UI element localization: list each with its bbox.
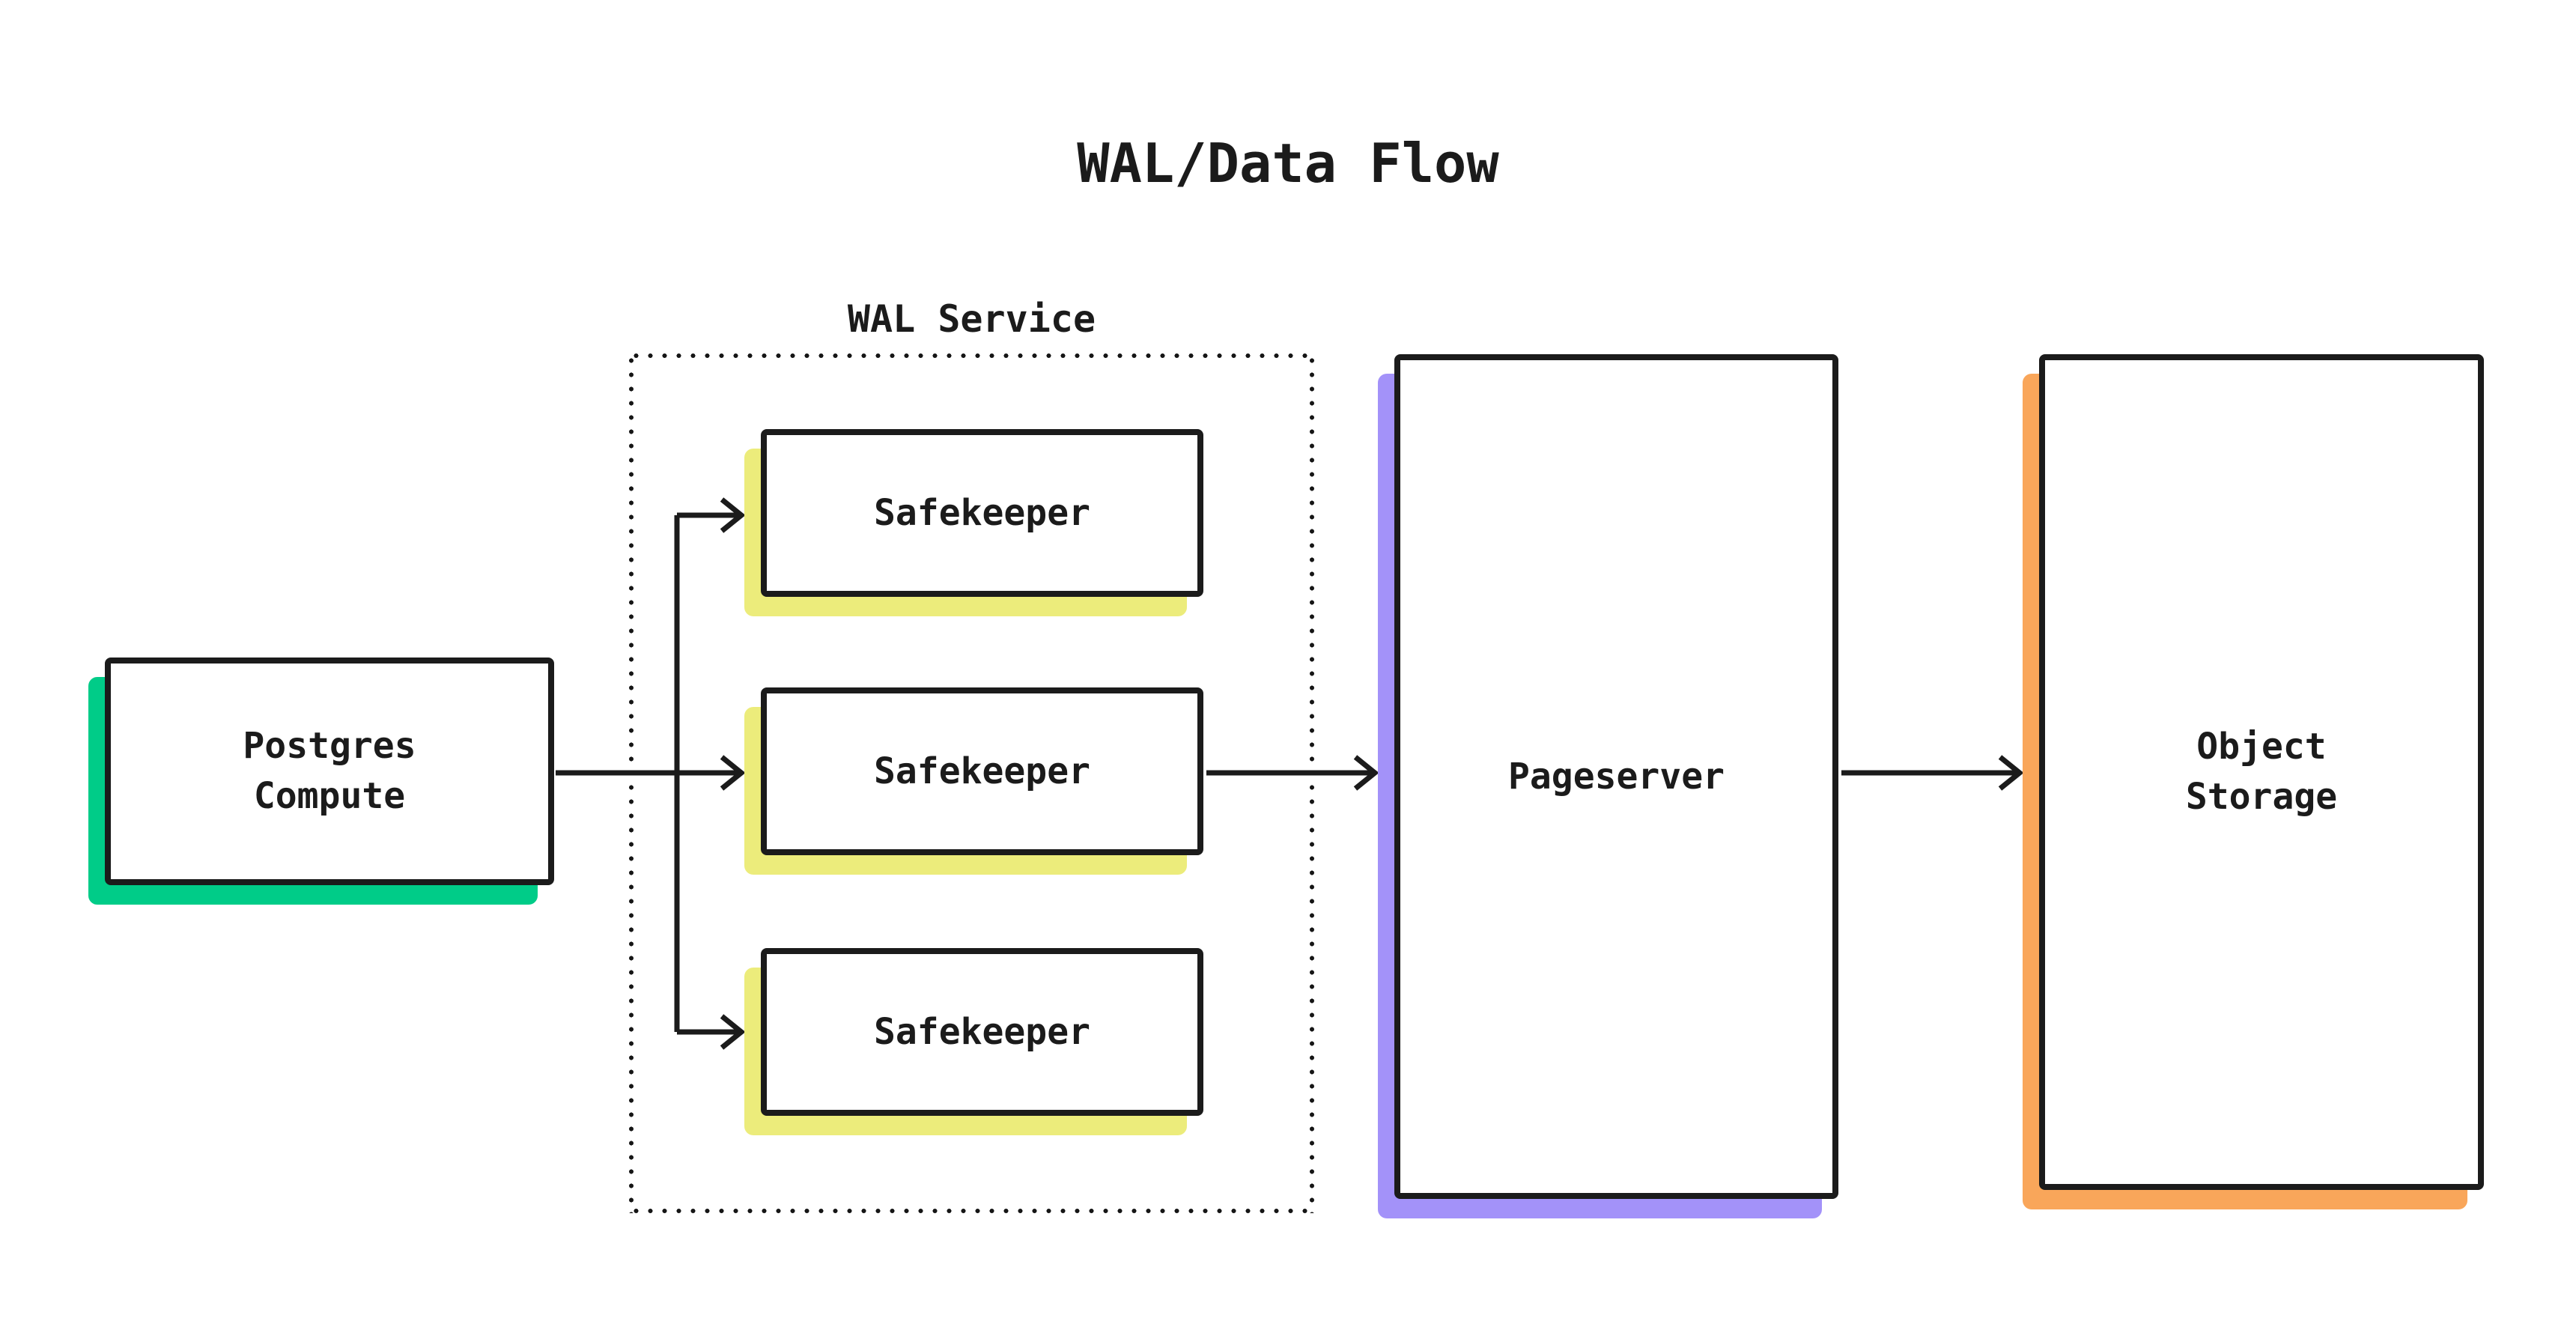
node-body: Safekeeper — [761, 429, 1203, 597]
node-label: Safekeeper — [874, 491, 1090, 534]
node-object-storage: Object Storage — [2023, 354, 2484, 1209]
dotted-border-left — [629, 353, 634, 1213]
arrowhead-icon — [1998, 755, 2024, 791]
dotted-border-bottom — [629, 1209, 1314, 1213]
diagram-title: WAL/Data Flow — [1077, 132, 1499, 195]
node-label: Safekeeper — [874, 1010, 1090, 1053]
node-label: Object Storage — [2185, 726, 2338, 818]
node-safekeeper-2: Safekeeper — [744, 687, 1203, 875]
node-body: Safekeeper — [761, 687, 1203, 855]
node-body: Safekeeper — [761, 948, 1203, 1116]
node-label: Pageserver — [1508, 755, 1725, 798]
node-body: Object Storage — [2039, 354, 2484, 1190]
node-safekeeper-3: Safekeeper — [744, 948, 1203, 1135]
node-body: Postgres Compute — [105, 658, 554, 885]
node-safekeeper-1: Safekeeper — [744, 429, 1203, 616]
node-label: Safekeeper — [874, 750, 1090, 792]
node-body: Pageserver — [1394, 354, 1838, 1199]
wal-service-label: WAL Service — [847, 297, 1096, 341]
arrowhead-icon — [720, 755, 746, 791]
dotted-border-top — [629, 353, 1314, 358]
node-pageserver: Pageserver — [1378, 354, 1838, 1218]
dotted-border-right — [1310, 353, 1314, 1213]
arrowhead-icon — [720, 497, 746, 533]
arrowhead-icon — [720, 1014, 746, 1050]
arrowhead-icon — [1353, 755, 1379, 791]
node-postgres-compute: Postgres Compute — [88, 658, 554, 905]
node-label: Postgres Compute — [243, 725, 416, 817]
